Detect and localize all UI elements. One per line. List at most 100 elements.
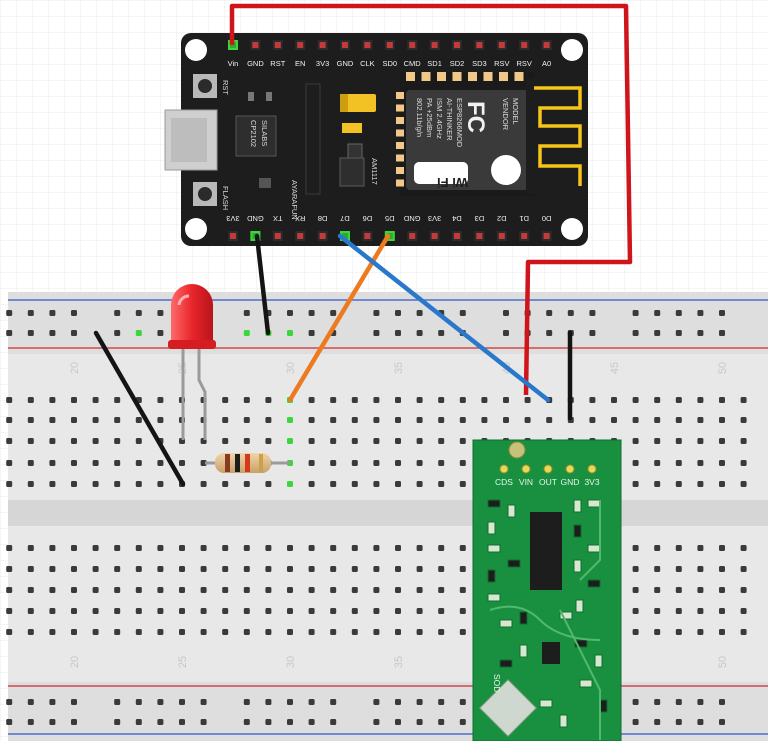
top-pin-label: SD2 [450, 59, 465, 68]
rail-hole [6, 699, 13, 705]
terminal-hole [157, 545, 164, 551]
rail-hole [308, 719, 315, 725]
terminal-hole [114, 417, 121, 423]
rail-hole [71, 310, 77, 316]
terminal-hole [222, 587, 229, 593]
wire-red-vin [229, 3, 633, 396]
terminal-hole [697, 397, 704, 403]
terminal-hole [27, 460, 34, 466]
terminal-hole [351, 629, 358, 635]
sensor-smd-part [519, 644, 528, 658]
terminal-hole [373, 438, 380, 444]
terminal-hole [49, 481, 56, 487]
module-text-line: ISM 2.4GHz [435, 98, 444, 139]
terminal-hole [92, 545, 99, 551]
terminal-hole [373, 566, 380, 572]
rail-hole [459, 699, 466, 705]
bottom-pin-label: GND [246, 214, 263, 223]
rail-hole [546, 330, 553, 336]
pcb-antenna [526, 78, 584, 194]
column-number: 50 [717, 656, 729, 668]
wire-black-led [93, 330, 186, 487]
top-pin-label: GND [337, 59, 354, 68]
terminal-hole [438, 417, 445, 423]
flash-button-cap[interactable] [198, 187, 212, 201]
terminal-hole [719, 438, 725, 444]
rail-hole [697, 719, 704, 725]
terminal-hole [416, 629, 423, 635]
rail-hole [157, 719, 164, 725]
led-leg-anode [197, 345, 207, 440]
terminal-hole [351, 438, 358, 444]
rail-hole [243, 330, 250, 336]
terminal-hole [675, 587, 682, 593]
terminal-hole [71, 438, 77, 444]
esp-castellated-pads [396, 72, 524, 187]
terminal-hole [200, 481, 207, 487]
rail-hole [265, 699, 272, 705]
sensor-smd-part [599, 699, 608, 713]
terminal-hole [654, 397, 661, 403]
terminal-hole [351, 566, 358, 572]
terminal-hole [373, 397, 380, 403]
sensor-small-ic [542, 642, 560, 664]
rail-hole [395, 330, 401, 336]
terminal-hole [351, 608, 358, 614]
terminal-hole [157, 629, 164, 635]
terminal-hole [92, 397, 99, 403]
terminal-hole [395, 566, 401, 572]
terminal-hole [654, 629, 661, 635]
terminal-hole [416, 566, 423, 572]
terminal-hole [92, 629, 99, 635]
terminal-hole [243, 629, 250, 635]
module-pad [396, 142, 404, 149]
rail-hole [265, 719, 272, 725]
mounting-hole [185, 39, 207, 61]
terminal-hole [632, 587, 639, 593]
sensor-smd-part [487, 593, 501, 602]
terminal-hole [287, 481, 293, 487]
terminal-hole [308, 566, 315, 572]
terminal-hole [92, 438, 99, 444]
header-pin-core [386, 42, 393, 48]
terminal-hole [395, 587, 401, 593]
voltage-regulator [339, 157, 365, 187]
rail-hole [719, 719, 725, 725]
top-pin-label: SD0 [383, 59, 398, 68]
terminal-hole [481, 397, 488, 403]
header-pin-core [230, 233, 236, 239]
resistor [205, 453, 290, 473]
terminal-hole [243, 608, 250, 614]
rail-hole [438, 330, 445, 336]
module-pad [468, 72, 477, 81]
rst-button-cap[interactable] [198, 79, 212, 93]
terminal-hole [740, 417, 747, 423]
terminal-hole [697, 587, 704, 593]
sensor-smd-part [507, 559, 521, 568]
terminal-hole [459, 545, 466, 551]
terminal-hole [222, 417, 229, 423]
terminal-hole [135, 629, 142, 635]
rail-hole [200, 699, 207, 705]
top-pin-label: Vin [228, 59, 239, 68]
rail-hole [373, 310, 380, 316]
terminal-hole [395, 438, 401, 444]
sensor-smd-part [587, 544, 601, 553]
sensor-smd-part [507, 504, 516, 518]
terminal-hole [179, 587, 185, 593]
rail-hole [27, 699, 34, 705]
rail-hole [157, 330, 164, 336]
terminal-hole [179, 566, 185, 572]
rail-hole [135, 699, 142, 705]
header-pin-core [498, 233, 505, 239]
rail-hole [330, 699, 337, 705]
sensor-smd-part [559, 611, 573, 620]
terminal-hole [222, 545, 229, 551]
terminal-hole [719, 481, 725, 487]
rail-hole [675, 310, 682, 316]
terminal-hole [632, 608, 639, 614]
header-pin-core [364, 42, 371, 48]
top-pin-label: CLK [360, 59, 375, 68]
terminal-hole [351, 545, 358, 551]
